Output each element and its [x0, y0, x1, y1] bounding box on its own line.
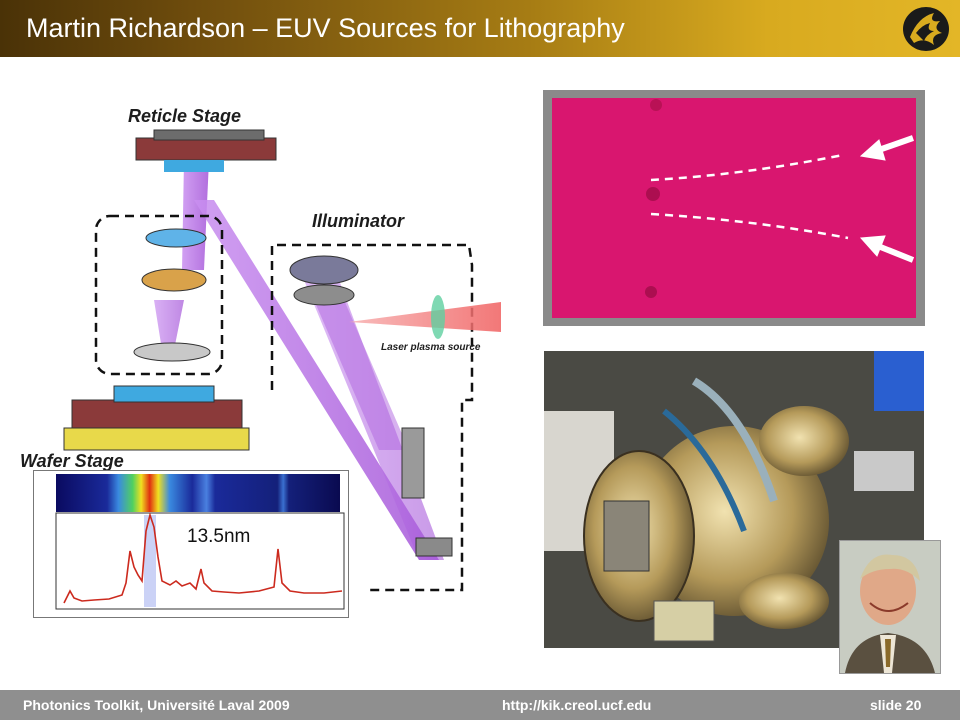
arrow-upper-icon: [859, 135, 914, 161]
trajectory-lower: [650, 212, 849, 240]
euv-beam-cone: [314, 300, 409, 450]
footer-slide-number: slide 20: [870, 697, 922, 713]
illuminator-box: [270, 243, 474, 592]
pegasus-logo-icon: [903, 7, 949, 51]
spectrum-plot-frame: [55, 512, 345, 610]
peak-wavelength-label: 13.5nm: [187, 526, 251, 547]
euv-lithography-diagram: [63, 129, 501, 592]
vacuum-chamber-photo: [544, 351, 924, 648]
footer-event: Photonics Toolkit, Université Laval 2009: [23, 697, 290, 713]
euv-beam-diagonal: [194, 200, 439, 560]
euv-beam-projection: [154, 300, 184, 350]
illuminator-label: Illuminator: [312, 211, 405, 231]
projection-optics-box: [94, 214, 224, 376]
wafer-stage-label: Wafer Stage: [20, 451, 124, 471]
laser-beam: [349, 302, 501, 332]
projection-mirrors: [133, 228, 211, 362]
euv-spectrum-inset: 13.5nm: [33, 470, 349, 618]
euv-spectrum-plot: [55, 474, 345, 610]
slide-title: Martin Richardson – EUV Sources for Lith…: [26, 13, 625, 43]
illuminator-optics: [289, 255, 453, 557]
trajectory-upper: [650, 153, 844, 182]
laser-plasma-source-label: Laser plasma source: [381, 342, 481, 353]
spectrum-curve: [63, 512, 343, 604]
plasma-target-svg: [552, 98, 916, 318]
reticle-stage-label: Reticle Stage: [128, 106, 242, 126]
peak-highlight-band: [144, 515, 156, 607]
title-bar: Martin Richardson – EUV Sources for Lith…: [0, 0, 960, 57]
speaker-portrait: [839, 540, 941, 674]
focusing-lens: [431, 295, 445, 339]
reticle-stage: [135, 129, 277, 172]
arrow-lower-icon: [859, 235, 915, 263]
wafer-stage: [63, 385, 250, 451]
spectrum-strip: [56, 474, 340, 512]
footer-bar: Photonics Toolkit, Université Laval 2009…: [0, 690, 960, 720]
plasma-target-image: [543, 90, 925, 326]
footer-url[interactable]: http://kik.creol.ucf.edu: [502, 697, 652, 713]
